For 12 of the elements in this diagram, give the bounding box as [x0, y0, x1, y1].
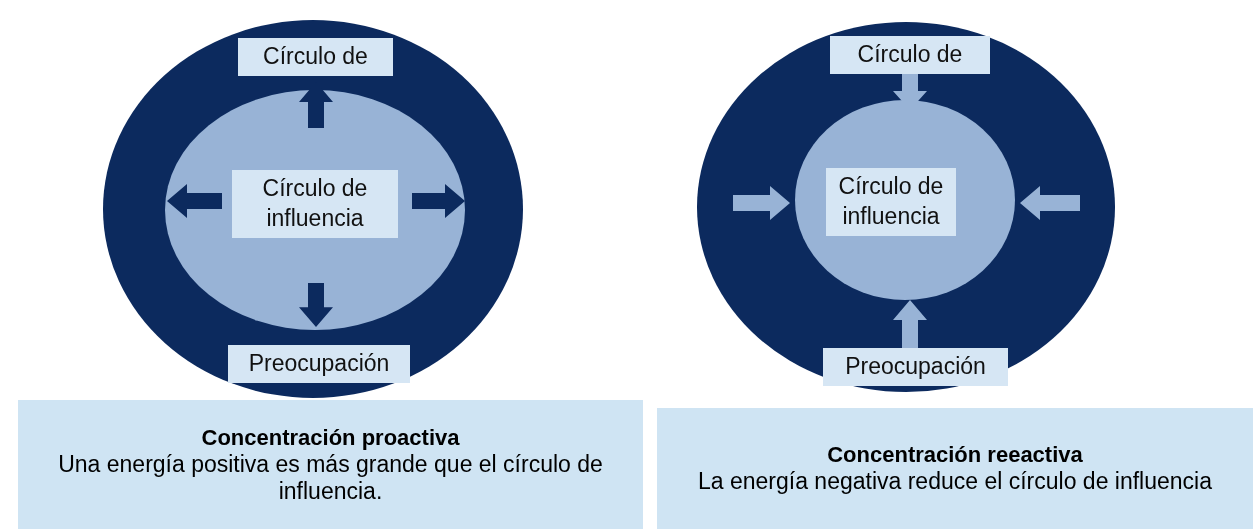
caption-heading: Concentración reeactiva — [826, 442, 1084, 468]
circle-label: Círculo de — [238, 38, 393, 76]
caption-text: Una energía positiva es más grande que el círculo de influencia. — [57, 450, 604, 505]
caption-panel — [657, 408, 1253, 529]
caption-text: La energía negativa reduce el círculo de influencia — [697, 468, 1213, 495]
circle-label: Círculo de influencia — [232, 170, 398, 238]
caption-heading: Concentración proactiva — [200, 424, 461, 451]
caption-panel — [18, 400, 643, 529]
circle-label: Círculo de influencia — [826, 168, 956, 236]
circle-label: Preocupación — [823, 348, 1008, 386]
circle-label: Círculo de — [830, 36, 990, 74]
circle-label: Preocupación — [228, 345, 410, 383]
